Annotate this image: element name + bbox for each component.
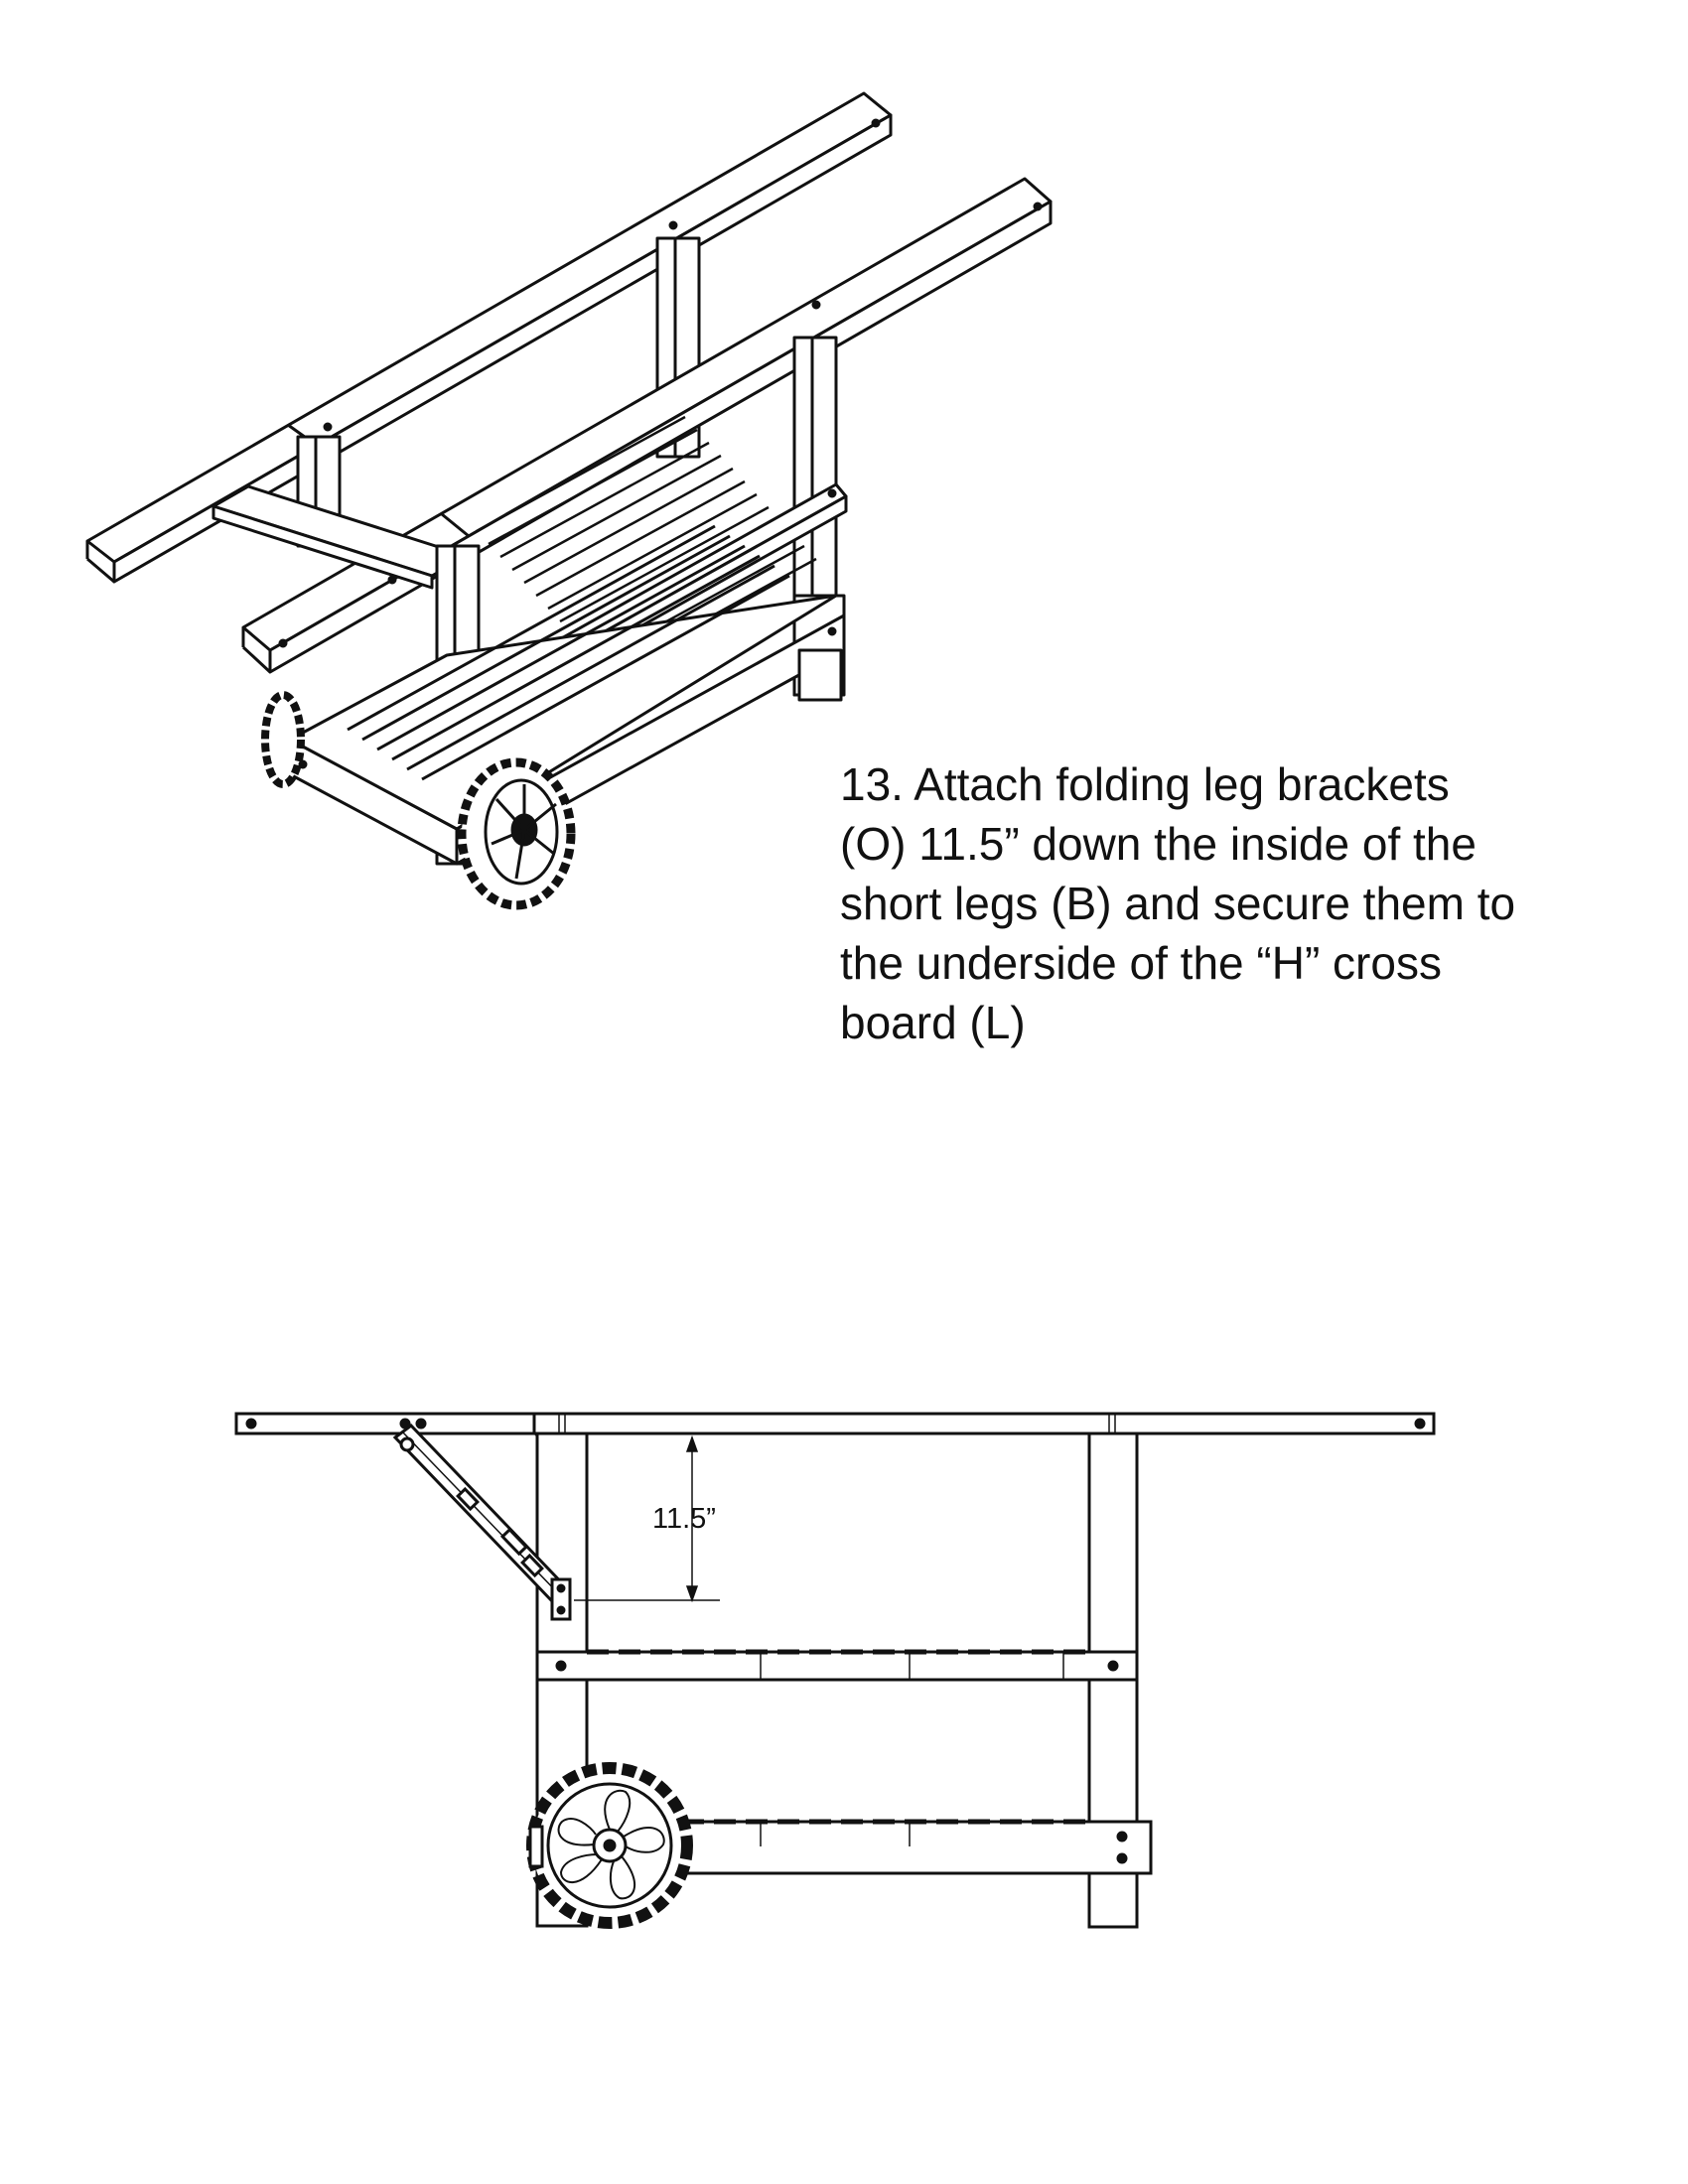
rear-wheel <box>261 691 305 788</box>
instruction-line: board (L) <box>840 997 1026 1048</box>
back-leg-bottom <box>797 648 843 702</box>
front-wheel <box>457 757 576 910</box>
instruction-line: 13. Attach folding leg brackets <box>840 758 1450 810</box>
instruction-line: short legs (B) and secure them to <box>840 878 1516 929</box>
step-13-instruction: 13. Attach folding leg brackets (O) 11.5… <box>840 754 1654 1052</box>
instruction-line: the underside of the “H” cross <box>840 937 1442 989</box>
h-cross-board <box>211 484 469 590</box>
instruction-line: (O) 11.5” down the inside of the <box>840 818 1477 870</box>
